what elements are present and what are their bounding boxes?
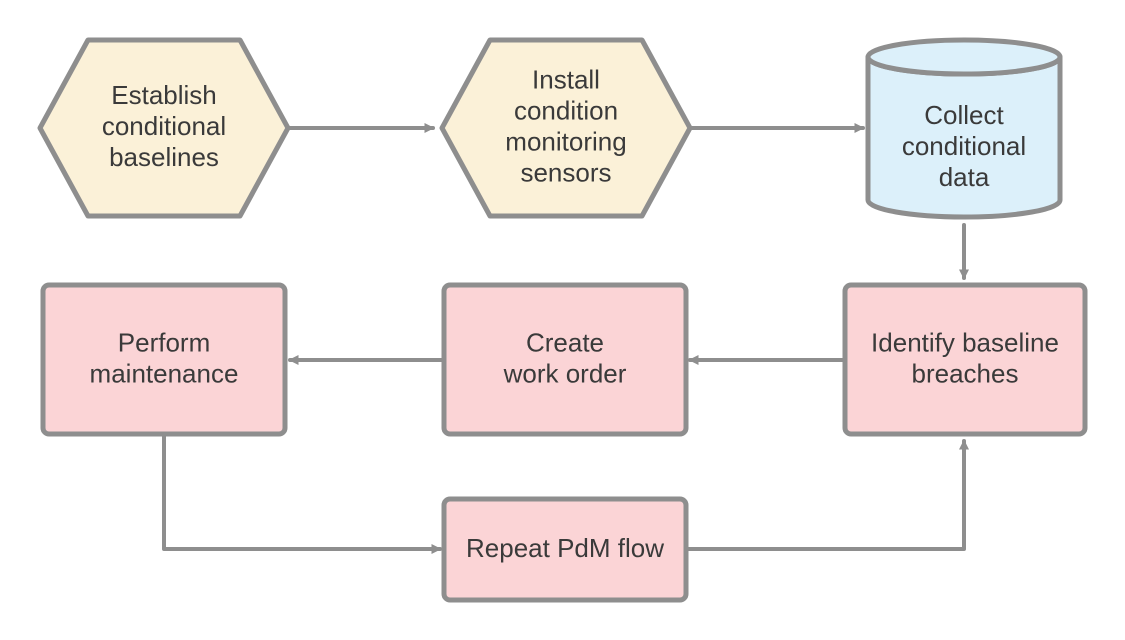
box-shape bbox=[441, 496, 689, 603]
node-label-line: Repeat PdM flow bbox=[466, 533, 664, 563]
edges bbox=[162, 123, 969, 554]
node-label-line: Perform bbox=[118, 327, 210, 357]
hexagon-shape bbox=[439, 37, 693, 219]
node-label-line: maintenance bbox=[90, 358, 239, 388]
node-label-line: breaches bbox=[912, 358, 1019, 388]
node-label-line: conditional bbox=[102, 111, 226, 141]
node-label-line: baselines bbox=[109, 142, 219, 172]
node-label-line: data bbox=[939, 162, 990, 192]
box-shape bbox=[40, 282, 288, 437]
node-label-line: monitoring bbox=[505, 126, 626, 156]
box-shape bbox=[842, 282, 1088, 437]
edge-perform-to-repeat bbox=[162, 432, 442, 554]
node-label-line: Establish bbox=[111, 80, 217, 110]
node-label-line: Create bbox=[526, 327, 604, 357]
hexagon-shape bbox=[37, 37, 291, 219]
node-label-line: Collect bbox=[924, 100, 1004, 130]
node-label-line: Identify baseline bbox=[871, 327, 1059, 357]
node-label-line: conditional bbox=[902, 131, 1026, 161]
box-shape bbox=[441, 282, 689, 437]
cylinder-top bbox=[865, 37, 1063, 77]
node-label-line: Install bbox=[532, 64, 600, 94]
edge-repeat-to-identify bbox=[684, 439, 969, 551]
node-label-line: work order bbox=[503, 358, 627, 388]
node-label: Repeat PdM flow bbox=[466, 533, 664, 563]
node-label-line: condition bbox=[514, 95, 618, 125]
node-repeat-flow: Repeat PdM flow bbox=[441, 496, 689, 603]
node-label-line: sensors bbox=[520, 157, 611, 187]
